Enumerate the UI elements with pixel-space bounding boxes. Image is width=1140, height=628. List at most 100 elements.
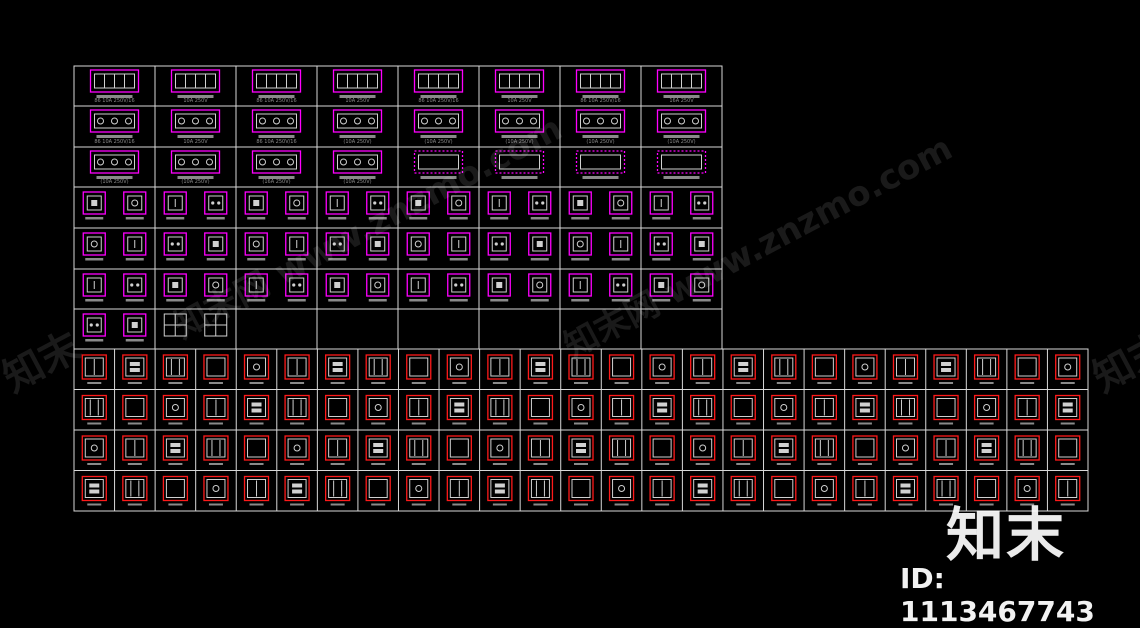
socket-hole [125, 158, 132, 166]
plate-base [692, 258, 711, 261]
plate-base [96, 176, 133, 179]
plate-inner [855, 479, 875, 498]
indicator [494, 483, 505, 488]
plate-inner [694, 277, 710, 293]
wide-plate [170, 109, 221, 133]
plate-frame [1014, 475, 1040, 502]
plate-frame [852, 354, 878, 380]
plate-frame [487, 394, 513, 421]
spec-label: 16A 250V [669, 98, 694, 104]
plate-inner [814, 438, 834, 458]
socket-hole [287, 158, 294, 166]
plate-base [571, 258, 590, 261]
plate-inner [206, 357, 226, 377]
plate-frame [446, 475, 472, 502]
plate-frame [1055, 354, 1081, 380]
plate-frame [771, 475, 797, 502]
plate-inner [1058, 438, 1078, 458]
socket-hole [368, 117, 375, 125]
plate-base [330, 382, 345, 384]
plate-inner [206, 398, 226, 417]
plate-frame [811, 475, 838, 502]
plate-inner [328, 398, 348, 417]
plate-inner [895, 357, 915, 377]
socket-pin [170, 242, 174, 246]
plate-base [695, 503, 710, 506]
wide-plate [332, 69, 383, 93]
plate-inner [368, 398, 388, 417]
plate-base [96, 95, 133, 98]
plate-base [168, 463, 183, 465]
plate-base [287, 258, 306, 261]
plate-base [420, 135, 457, 138]
small-plate [285, 191, 309, 215]
plate-base [614, 382, 629, 384]
plate-inner [410, 277, 426, 293]
plate-inner [733, 438, 753, 458]
plate-inner [652, 438, 672, 458]
small-plate [447, 232, 471, 256]
indicator [373, 443, 384, 447]
plate-base [614, 463, 629, 465]
plate-inner [165, 398, 185, 417]
plate-frame [487, 435, 513, 461]
plate-frame [324, 394, 351, 421]
socket-pin [541, 201, 545, 205]
socket-pin [373, 201, 377, 205]
plate-frame [690, 475, 716, 502]
socket-hole [502, 117, 509, 125]
plate-base [939, 422, 954, 425]
plate-base [979, 382, 994, 384]
socket-hole [449, 117, 456, 125]
plate-base [290, 463, 305, 465]
plate-base [449, 299, 468, 302]
plate-frame [122, 394, 148, 421]
plate-base [411, 463, 426, 465]
indicator [859, 402, 870, 407]
indicator [129, 368, 140, 372]
wide-plate [89, 150, 140, 174]
spec-label: 86 10A 250V/16 [256, 98, 296, 104]
small-plate [163, 273, 187, 297]
plate-base [490, 217, 509, 220]
plate-base [692, 217, 711, 220]
plate-base [127, 463, 142, 465]
plate-base [582, 176, 619, 179]
socket-hole [861, 363, 869, 371]
plate-base [533, 503, 548, 506]
plate-inner [370, 236, 386, 252]
plate-inner [247, 438, 267, 458]
plate-base [530, 217, 549, 220]
plate-base [652, 258, 671, 261]
plate-frame [365, 354, 391, 380]
plate-base [574, 382, 588, 384]
plate-base [898, 463, 913, 465]
socket-hole [678, 117, 685, 125]
socket-hole [496, 444, 504, 452]
socket-pin [211, 201, 215, 205]
socket-pin [662, 242, 666, 246]
socket-hole [354, 117, 361, 125]
plate-inner [532, 236, 548, 252]
socket-hole [698, 281, 706, 289]
plate-base [85, 217, 104, 220]
small-plate [204, 273, 228, 297]
plate-frame [1055, 394, 1081, 421]
plate-base [776, 503, 791, 506]
plate-base [1020, 382, 1035, 384]
plate-inner [451, 236, 467, 252]
plate-inner [86, 317, 102, 333]
socket-pin [703, 201, 707, 205]
plate-inner [287, 398, 307, 417]
plate-base [247, 217, 266, 220]
plate-inner [580, 154, 621, 170]
plate-base [530, 258, 549, 261]
plate-base [452, 382, 467, 384]
brand-id-label: ID: 1113467743 [900, 562, 1095, 628]
plate-frame [568, 354, 594, 380]
plate-frame [203, 394, 229, 421]
plate-frame [406, 394, 432, 421]
plate-inner [936, 438, 956, 458]
small-plate [649, 273, 673, 297]
socket-hole [131, 199, 139, 207]
